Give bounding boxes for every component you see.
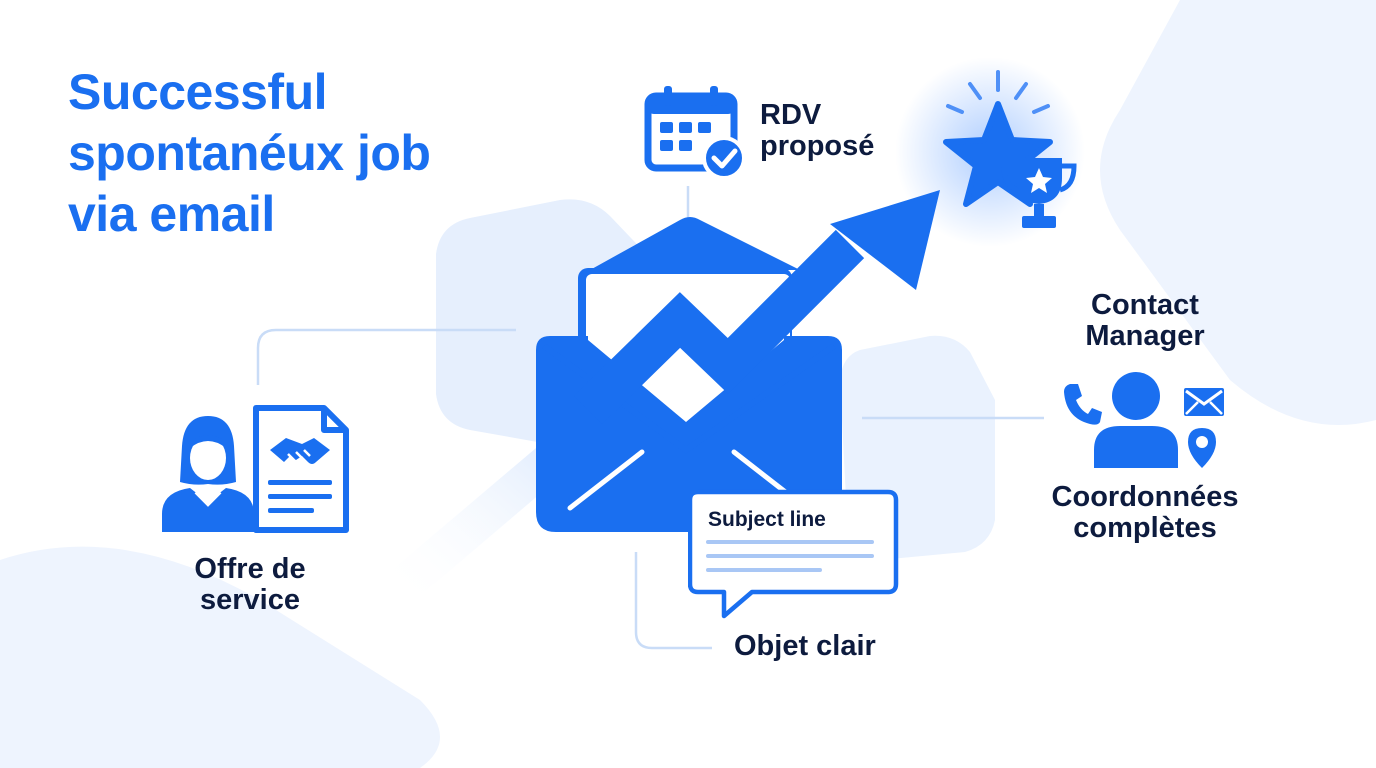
user-icon (1094, 372, 1178, 468)
phone-icon (1064, 384, 1102, 425)
meeting-proposed-label: RDV proposé (760, 99, 875, 162)
calendar-check-icon (644, 86, 746, 180)
service-offer-label: Offre de service (194, 553, 306, 616)
location-pin-icon (1188, 428, 1216, 468)
trophy-icon (1001, 158, 1077, 228)
star-icon (943, 70, 1053, 207)
contact-manager-label: Contact Manager (1085, 289, 1205, 352)
clear-subject-label: Objet clair (734, 630, 876, 662)
woman-avatar-icon (162, 416, 254, 532)
subject-line-text: Subject line (708, 508, 826, 531)
speech-bubble-icon (688, 489, 899, 619)
envelope-icon (536, 190, 940, 532)
handshake-document-icon (253, 405, 349, 533)
complete-coordinates-label: Coordonnées complètes (1051, 481, 1239, 544)
page-title: Successful spontanéux job via email (68, 64, 431, 242)
mail-icon (1184, 388, 1224, 416)
